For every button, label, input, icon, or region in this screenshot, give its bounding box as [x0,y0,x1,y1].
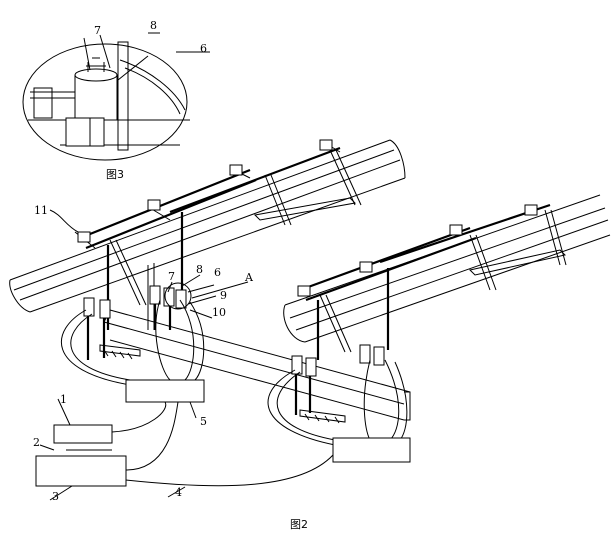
detail-caption: 图3 [106,168,124,181]
label-5: 5 [200,415,207,428]
unit-3 [35,455,127,487]
main-caption: 图2 [290,518,308,531]
label-1: 1 [60,393,67,406]
callout-a-circle [164,282,192,310]
label-7: 7 [168,270,175,283]
label-11: 11 [34,204,48,217]
upper-pipe [9,139,406,313]
label-6: 6 [214,266,221,279]
upper-pipe-clamps [74,139,362,330]
detail-label-6: 6 [200,42,207,55]
label-a: A [244,271,254,284]
label-3: 3 [52,490,59,503]
detail-label-8: 8 [150,19,157,32]
label-4: 4 [175,486,182,499]
control-box-right [332,437,411,463]
left-actuators [83,285,187,360]
right-actuators [291,344,385,424]
label-8: 8 [196,263,203,276]
control-box-5 [125,379,205,403]
lower-pipe-clamps [297,203,567,360]
lower-pipe [283,194,611,343]
label-9: 9 [220,289,227,302]
detail-view-fig3: 7 8 6 图3 [22,19,210,181]
hoses [61,299,408,446]
unit-1 [53,424,113,444]
main-view-fig2: 11 7 8 6 A 9 10 5 1 2 3 4 图2 [9,139,611,531]
detail-label-7: 7 [94,24,101,37]
label-2: 2 [33,436,40,449]
label-10: 10 [212,306,226,319]
